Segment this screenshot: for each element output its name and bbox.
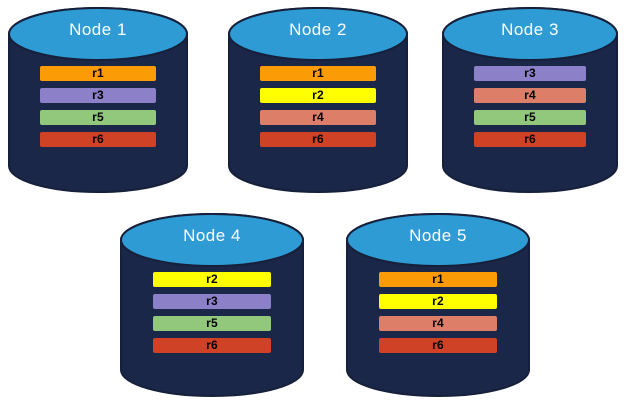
replica-list-1: r1 r3 r5 r6: [8, 66, 188, 147]
cylinder-top-ellipse: [228, 7, 408, 61]
replica-bar-r6[interactable]: r6: [40, 132, 156, 147]
replica-bar-r5[interactable]: r5: [153, 316, 271, 331]
cylinder-top-ellipse: [120, 213, 304, 267]
replica-bar-r2[interactable]: r2: [260, 88, 376, 103]
replica-bar-r6[interactable]: r6: [260, 132, 376, 147]
replica-bar-r4[interactable]: r4: [260, 110, 376, 125]
replica-bar-r6[interactable]: r6: [473, 132, 587, 147]
replica-bar-r5[interactable]: r5: [40, 110, 156, 125]
replica-bar-r5[interactable]: r5: [473, 110, 587, 125]
replica-bar-r6[interactable]: r6: [153, 338, 271, 353]
replica-list-2: r1 r2 r4 r6: [228, 66, 408, 147]
replica-bar-r4[interactable]: r4: [379, 316, 497, 331]
replica-bar-r3[interactable]: r3: [40, 88, 156, 103]
replica-list-4: r2 r3 r5 r6: [120, 272, 304, 353]
replica-bar-r2[interactable]: r2: [379, 294, 497, 309]
replica-bar-r6[interactable]: r6: [379, 338, 497, 353]
replica-list-5: r1 r2 r4 r6: [346, 272, 530, 353]
replica-bar-r1[interactable]: r1: [40, 66, 156, 81]
cylinder-top-ellipse: [8, 7, 188, 61]
replica-bar-r1[interactable]: r1: [379, 272, 497, 287]
cylinder-top-ellipse: [346, 213, 530, 267]
replica-bar-r4[interactable]: r4: [473, 88, 587, 103]
replica-bar-r1[interactable]: r1: [260, 66, 376, 81]
replica-bar-r2[interactable]: r2: [153, 272, 271, 287]
cylinder-top-ellipse: [442, 7, 618, 61]
replica-bar-r3[interactable]: r3: [473, 66, 587, 81]
replica-list-3: r3 r4 r5 r6: [442, 66, 618, 147]
replica-bar-r3[interactable]: r3: [153, 294, 271, 309]
